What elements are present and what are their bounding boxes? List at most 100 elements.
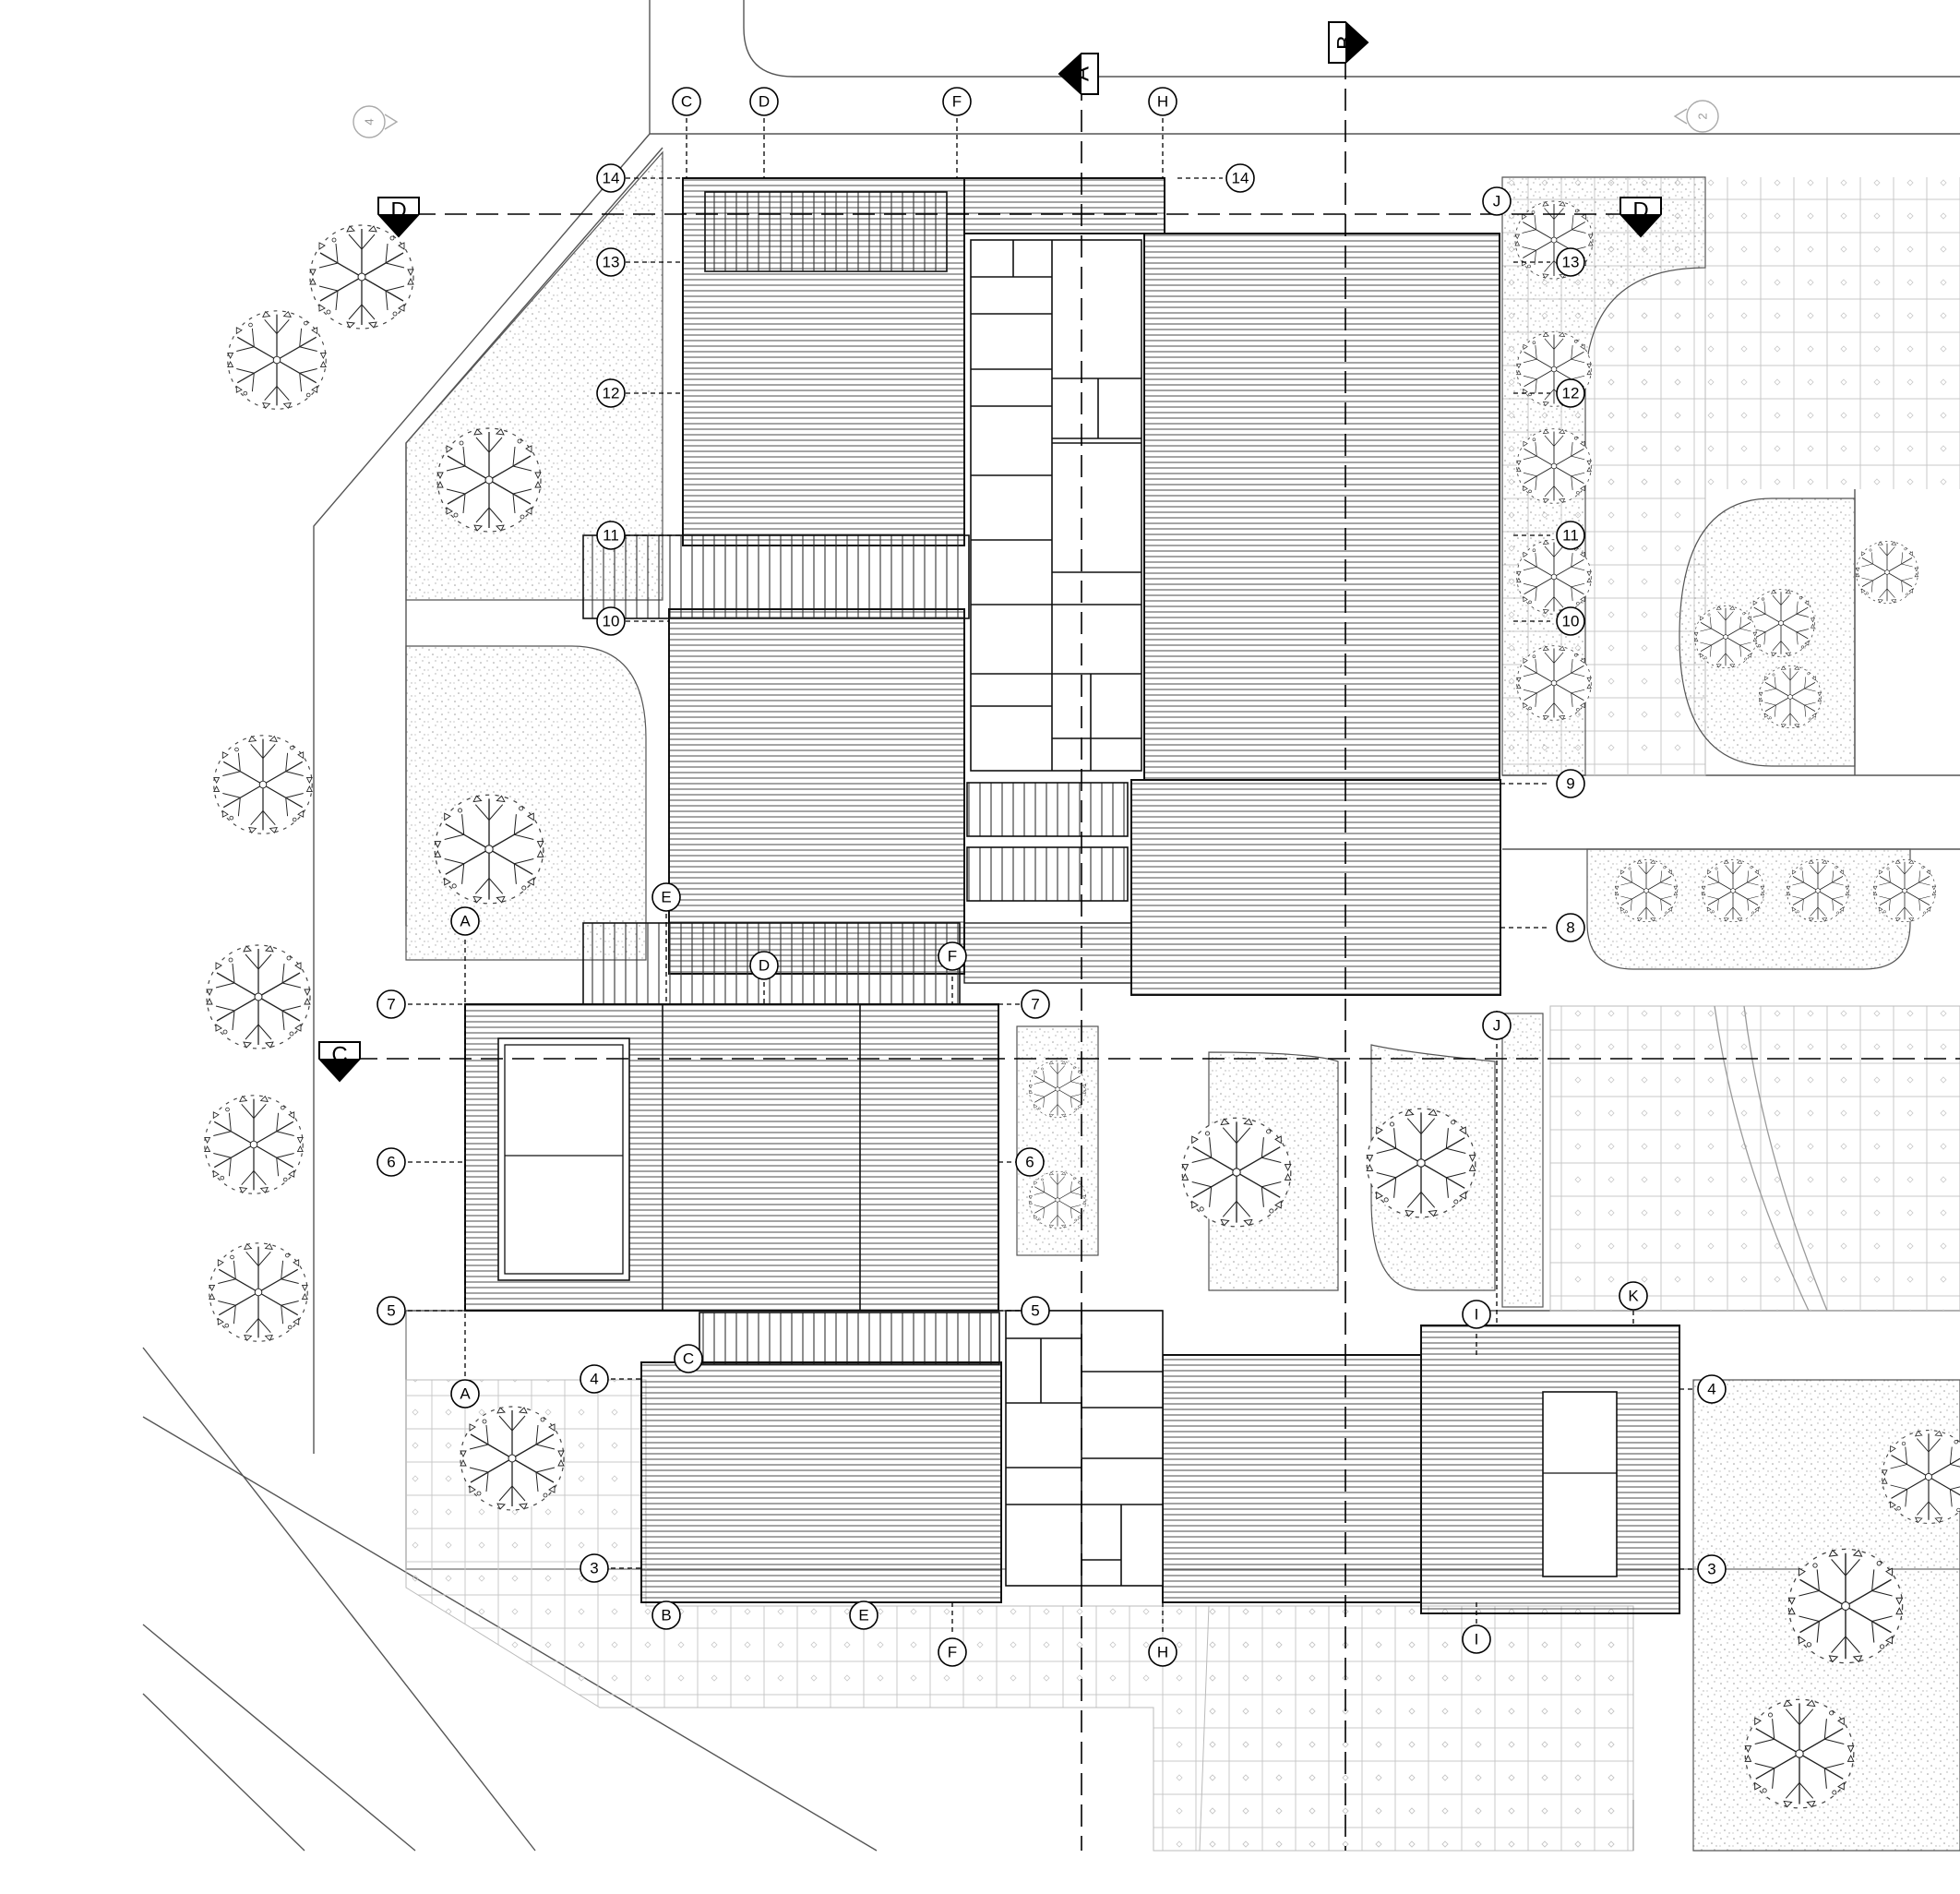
svg-text:A: A <box>460 913 471 930</box>
roof-planes <box>464 177 1680 1614</box>
paving-areas <box>405 176 1960 1852</box>
grid-tag-row_11-1: 11 <box>1556 521 1585 550</box>
grid-tag-bottom-2: F <box>938 1637 967 1667</box>
svg-text:A: A <box>1070 66 1094 81</box>
svg-text:10: 10 <box>1562 613 1580 630</box>
courtyard-grid <box>970 239 1164 1587</box>
svg-text:E: E <box>661 889 671 906</box>
tree-icon <box>206 944 311 1049</box>
section-lines <box>355 57 1960 1851</box>
grid-tag-mid-2: D <box>749 951 779 980</box>
grid-tag-row_10-1: 10 <box>1556 606 1585 636</box>
grid-tag-row_9-0: 9 <box>1556 769 1585 798</box>
svg-text:10: 10 <box>603 613 620 630</box>
svg-text:3: 3 <box>590 1560 598 1577</box>
svg-text:B: B <box>1333 35 1358 50</box>
tree-icon <box>1694 605 1757 668</box>
tree-icon <box>209 1242 308 1342</box>
tree-icon <box>1856 541 1918 604</box>
grid-tag-row_12-0: 12 <box>596 378 626 408</box>
tree-icon <box>1366 1108 1476 1218</box>
grid-tag-row_13-1: 13 <box>1556 247 1585 277</box>
svg-text:B: B <box>661 1607 671 1624</box>
tree-icon <box>213 735 313 834</box>
tree-icon <box>204 1095 304 1194</box>
svg-text:4: 4 <box>363 118 376 125</box>
grid-tag-row_5-0: 5 <box>376 1296 406 1325</box>
grid-tag-mid-4: J <box>1482 186 1512 216</box>
svg-text:C: C <box>681 93 692 111</box>
section-marker-d-2: D <box>377 197 420 238</box>
tree-icon <box>1028 1170 1087 1229</box>
grid-tag-row_10-0: 10 <box>596 606 626 636</box>
grid-tag-mid-9: A <box>450 1379 480 1409</box>
svg-text:4: 4 <box>590 1371 598 1388</box>
svg-text:11: 11 <box>1562 527 1579 545</box>
tree-icon <box>309 224 414 330</box>
svg-text:I: I <box>1475 1306 1479 1324</box>
svg-text:I: I <box>1475 1631 1479 1648</box>
grid-leaders <box>408 118 1693 1636</box>
tree-icon <box>1181 1117 1292 1228</box>
grid-tag-mid-1: E <box>651 882 681 912</box>
grid-tag-top-1: D <box>749 87 779 116</box>
svg-text:14: 14 <box>603 170 620 187</box>
grid-tag-row_11-0: 11 <box>596 521 626 550</box>
svg-text:H: H <box>1157 1644 1168 1661</box>
grid-tag-mid-5: J <box>1482 1011 1512 1040</box>
grid-tag-row_4-1: 4 <box>1697 1374 1727 1404</box>
svg-text:12: 12 <box>603 385 620 402</box>
svg-text:4: 4 <box>1707 1381 1715 1398</box>
ghost-section-marker-1: 2 <box>1673 100 1719 133</box>
grid-tag-row_12-1: 12 <box>1556 378 1585 408</box>
svg-text:6: 6 <box>387 1154 395 1171</box>
svg-text:7: 7 <box>387 996 395 1013</box>
svg-text:F: F <box>952 93 962 111</box>
tree-icon <box>1615 859 1678 922</box>
svg-text:7: 7 <box>1031 996 1039 1013</box>
svg-text:12: 12 <box>1562 385 1580 402</box>
svg-text:C: C <box>331 1043 347 1068</box>
svg-text:9: 9 <box>1566 775 1574 793</box>
svg-text:13: 13 <box>603 254 620 271</box>
tree-icon <box>1787 1548 1904 1664</box>
grid-tag-row_3-0: 3 <box>580 1553 609 1583</box>
grid-tag-mid-7: K <box>1619 1281 1648 1311</box>
section-marker-c-4: C <box>318 1041 361 1083</box>
grid-tag-row_14-1: 14 <box>1225 163 1255 193</box>
svg-text:D: D <box>1632 198 1648 223</box>
grid-tag-row_7-0: 7 <box>376 989 406 1019</box>
section-markers: A B D D C 4 2 <box>318 21 1719 1083</box>
tree-icon <box>1516 539 1592 615</box>
svg-text:F: F <box>948 948 957 965</box>
grid-tag-mid-8: C <box>674 1344 703 1373</box>
grid-tag-top-3: H <box>1148 87 1177 116</box>
grid-tag-row_8-0: 8 <box>1556 913 1585 942</box>
section-marker-b-1: B <box>1328 21 1369 64</box>
svg-text:3: 3 <box>1707 1561 1715 1578</box>
tree-icon <box>1759 665 1822 728</box>
grid-tag-bottom-4: I <box>1462 1624 1491 1654</box>
svg-text:5: 5 <box>387 1302 395 1320</box>
svg-text:14: 14 <box>1232 170 1249 187</box>
grid-tags: C D F H 14 14 13 13 12 12 11 11 10 10 9 8 7 7 6 6 5 5 4 4 3 3 A E D F… <box>376 87 1727 1667</box>
tree-icon <box>1028 1060 1087 1119</box>
tree-icon <box>1744 1698 1855 1809</box>
svg-text:6: 6 <box>1025 1154 1034 1171</box>
grid-tag-row_4-0: 4 <box>580 1364 609 1394</box>
svg-text:J: J <box>1493 1017 1501 1035</box>
svg-text:F: F <box>948 1644 957 1661</box>
grid-tag-bottom-3: H <box>1148 1637 1177 1667</box>
tree-icon <box>436 427 542 533</box>
svg-text:K: K <box>1628 1288 1639 1305</box>
grid-tag-row_7-1: 7 <box>1021 989 1050 1019</box>
grid-tag-row_6-0: 6 <box>376 1147 406 1177</box>
ghost-section-marker-0: 4 <box>353 105 399 138</box>
tree-icon <box>1516 428 1592 504</box>
grid-tag-mid-0: A <box>450 906 480 936</box>
svg-text:2: 2 <box>1696 113 1710 119</box>
grid-tag-bottom-1: E <box>849 1600 878 1630</box>
grid-tag-row_5-1: 5 <box>1021 1296 1050 1325</box>
grid-tag-top-0: C <box>672 87 701 116</box>
